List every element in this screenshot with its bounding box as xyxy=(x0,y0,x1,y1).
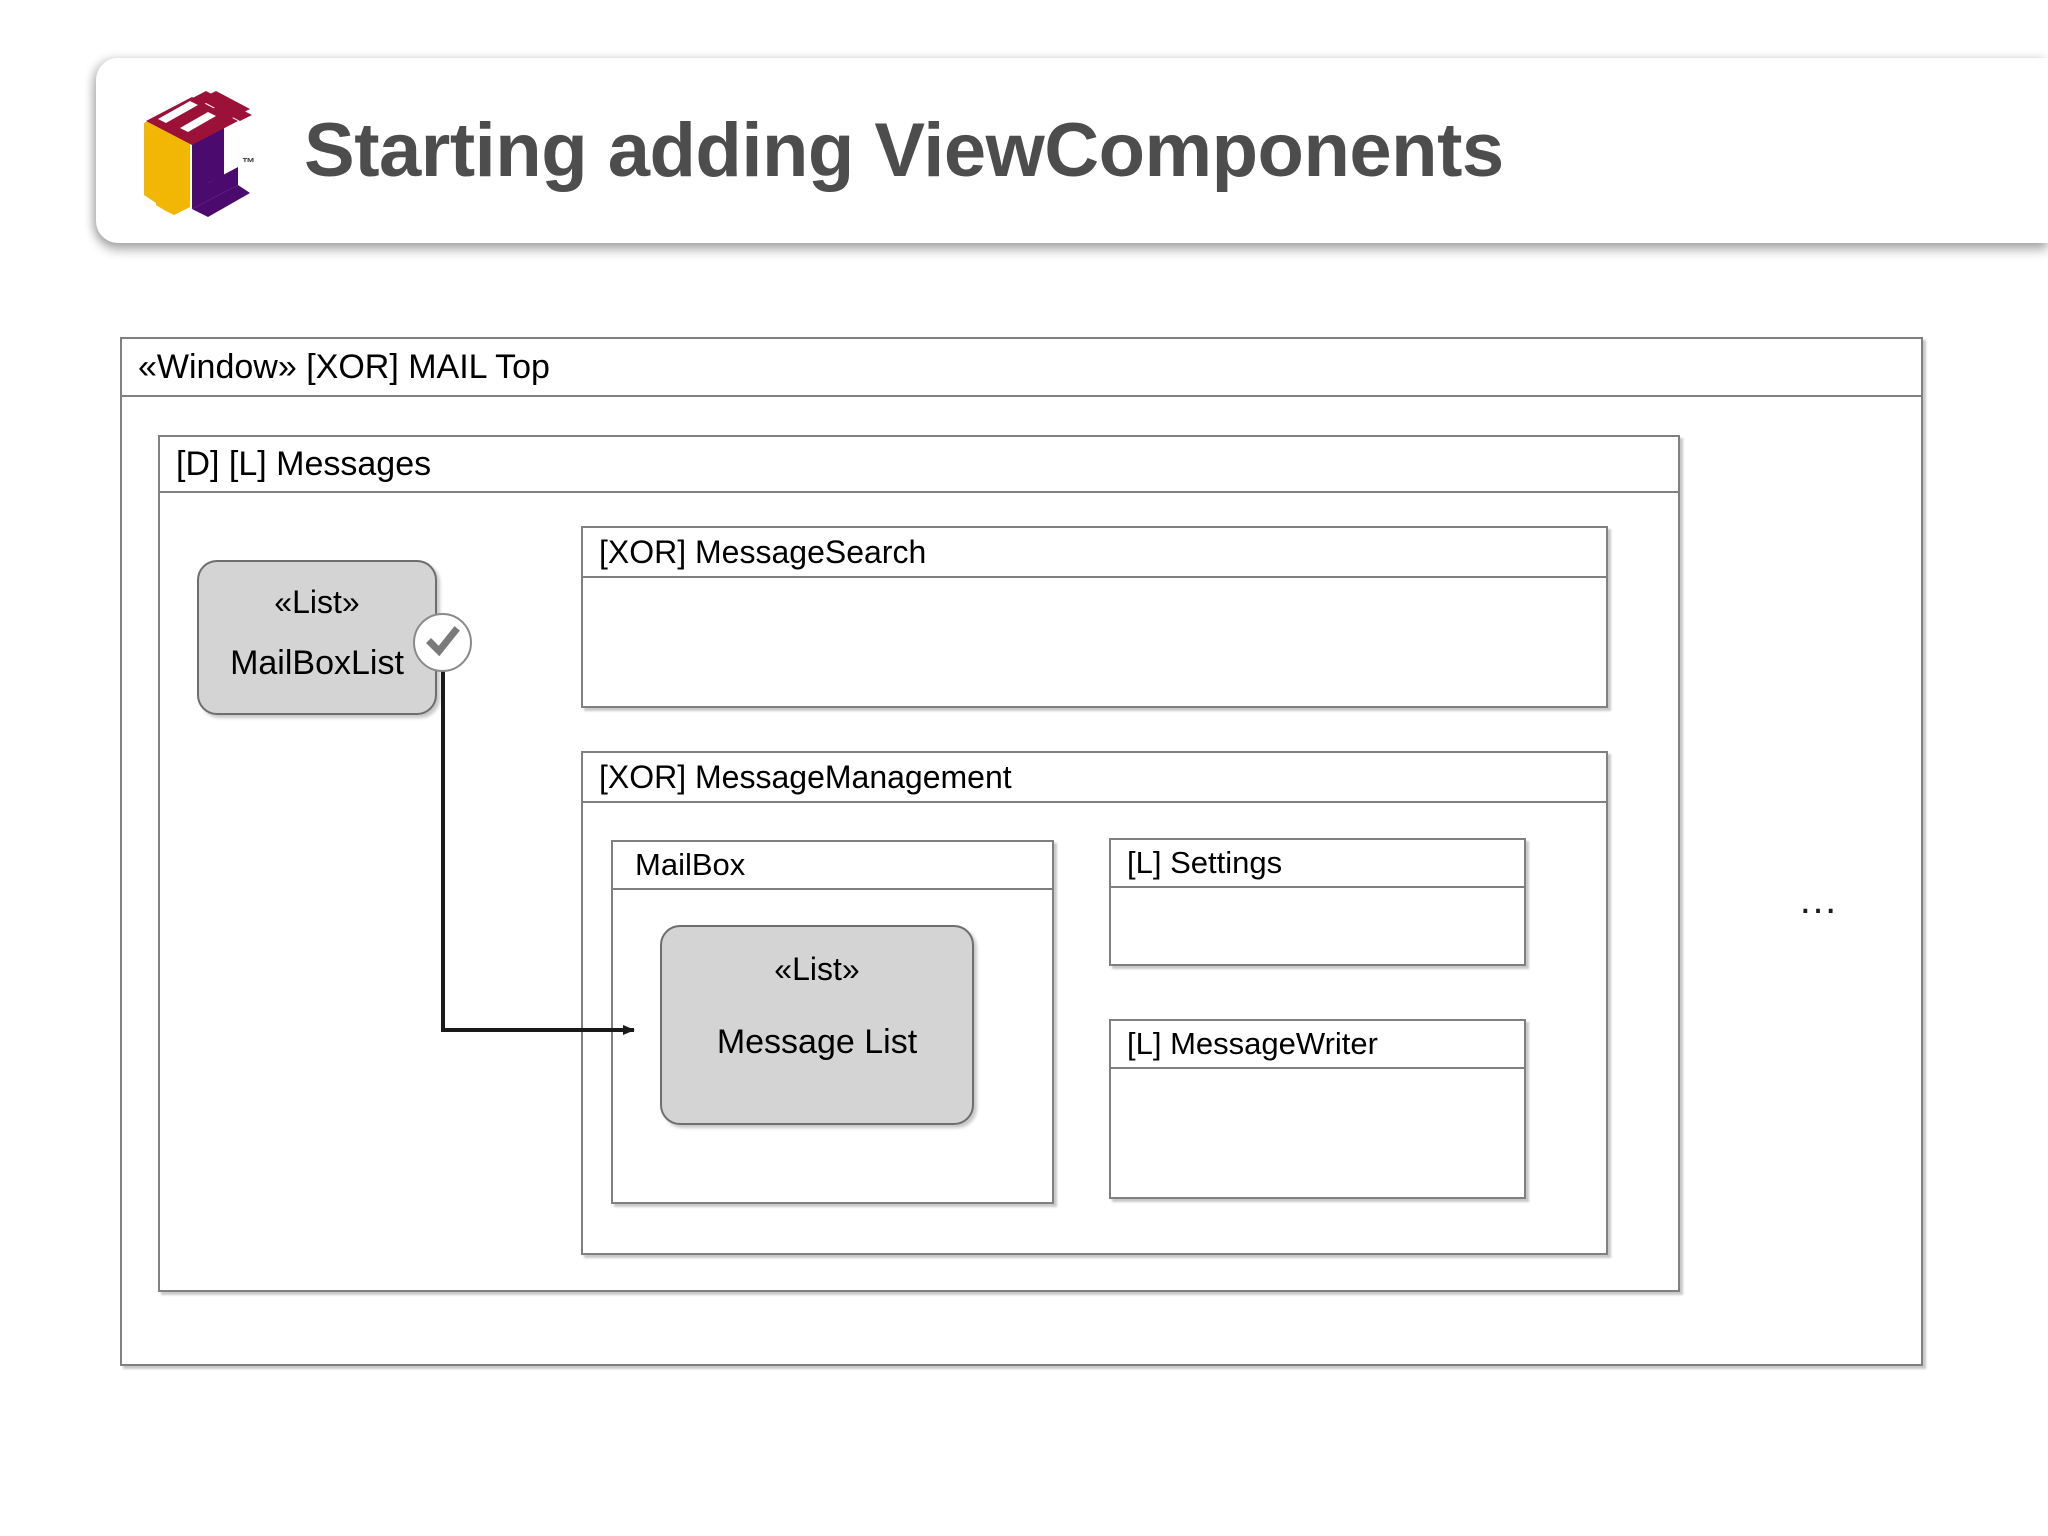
view-container-mail-top-label: «Window» [XOR] MAIL Top xyxy=(122,339,1921,397)
view-container-message-search-label: [XOR] MessageSearch xyxy=(583,528,1606,578)
view-container-message-writer-label: [L] MessageWriter xyxy=(1111,1021,1524,1069)
slide-title-bar: ™ Starting adding ViewComponents xyxy=(96,58,2048,243)
view-component-mailboxlist[interactable]: «List» MailBoxList xyxy=(197,560,437,715)
ellipsis-indicator: … xyxy=(1798,878,1841,922)
ifml-logo-icon: ™ xyxy=(144,90,255,217)
logo-tm-mark: ™ xyxy=(242,155,255,170)
view-component-message-list[interactable]: «List» Message List xyxy=(660,925,974,1125)
view-container-message-writer[interactable]: [L] MessageWriter xyxy=(1109,1019,1526,1199)
view-component-message-list-stereotype: «List» xyxy=(774,951,860,987)
view-container-settings[interactable]: [L] Settings xyxy=(1109,838,1526,966)
check-icon-glyph xyxy=(425,625,460,656)
view-container-message-search[interactable]: [XOR] MessageSearch xyxy=(581,526,1608,708)
view-component-message-list-name: Message List xyxy=(716,1023,918,1061)
page-title: Starting adding ViewComponents xyxy=(304,107,1504,193)
view-container-settings-label: [L] Settings xyxy=(1111,840,1524,888)
view-component-mailboxlist-name: MailBoxList xyxy=(230,644,404,682)
view-container-mailbox-label: MailBox xyxy=(613,842,1052,890)
view-component-mailboxlist-stereotype: «List» xyxy=(274,584,360,620)
view-container-messages-label: [D] [L] Messages xyxy=(160,437,1678,493)
check-icon[interactable] xyxy=(413,613,472,672)
ifml-logo: ™ xyxy=(130,85,262,217)
view-container-message-management-label: [XOR] MessageManagement xyxy=(583,753,1606,803)
